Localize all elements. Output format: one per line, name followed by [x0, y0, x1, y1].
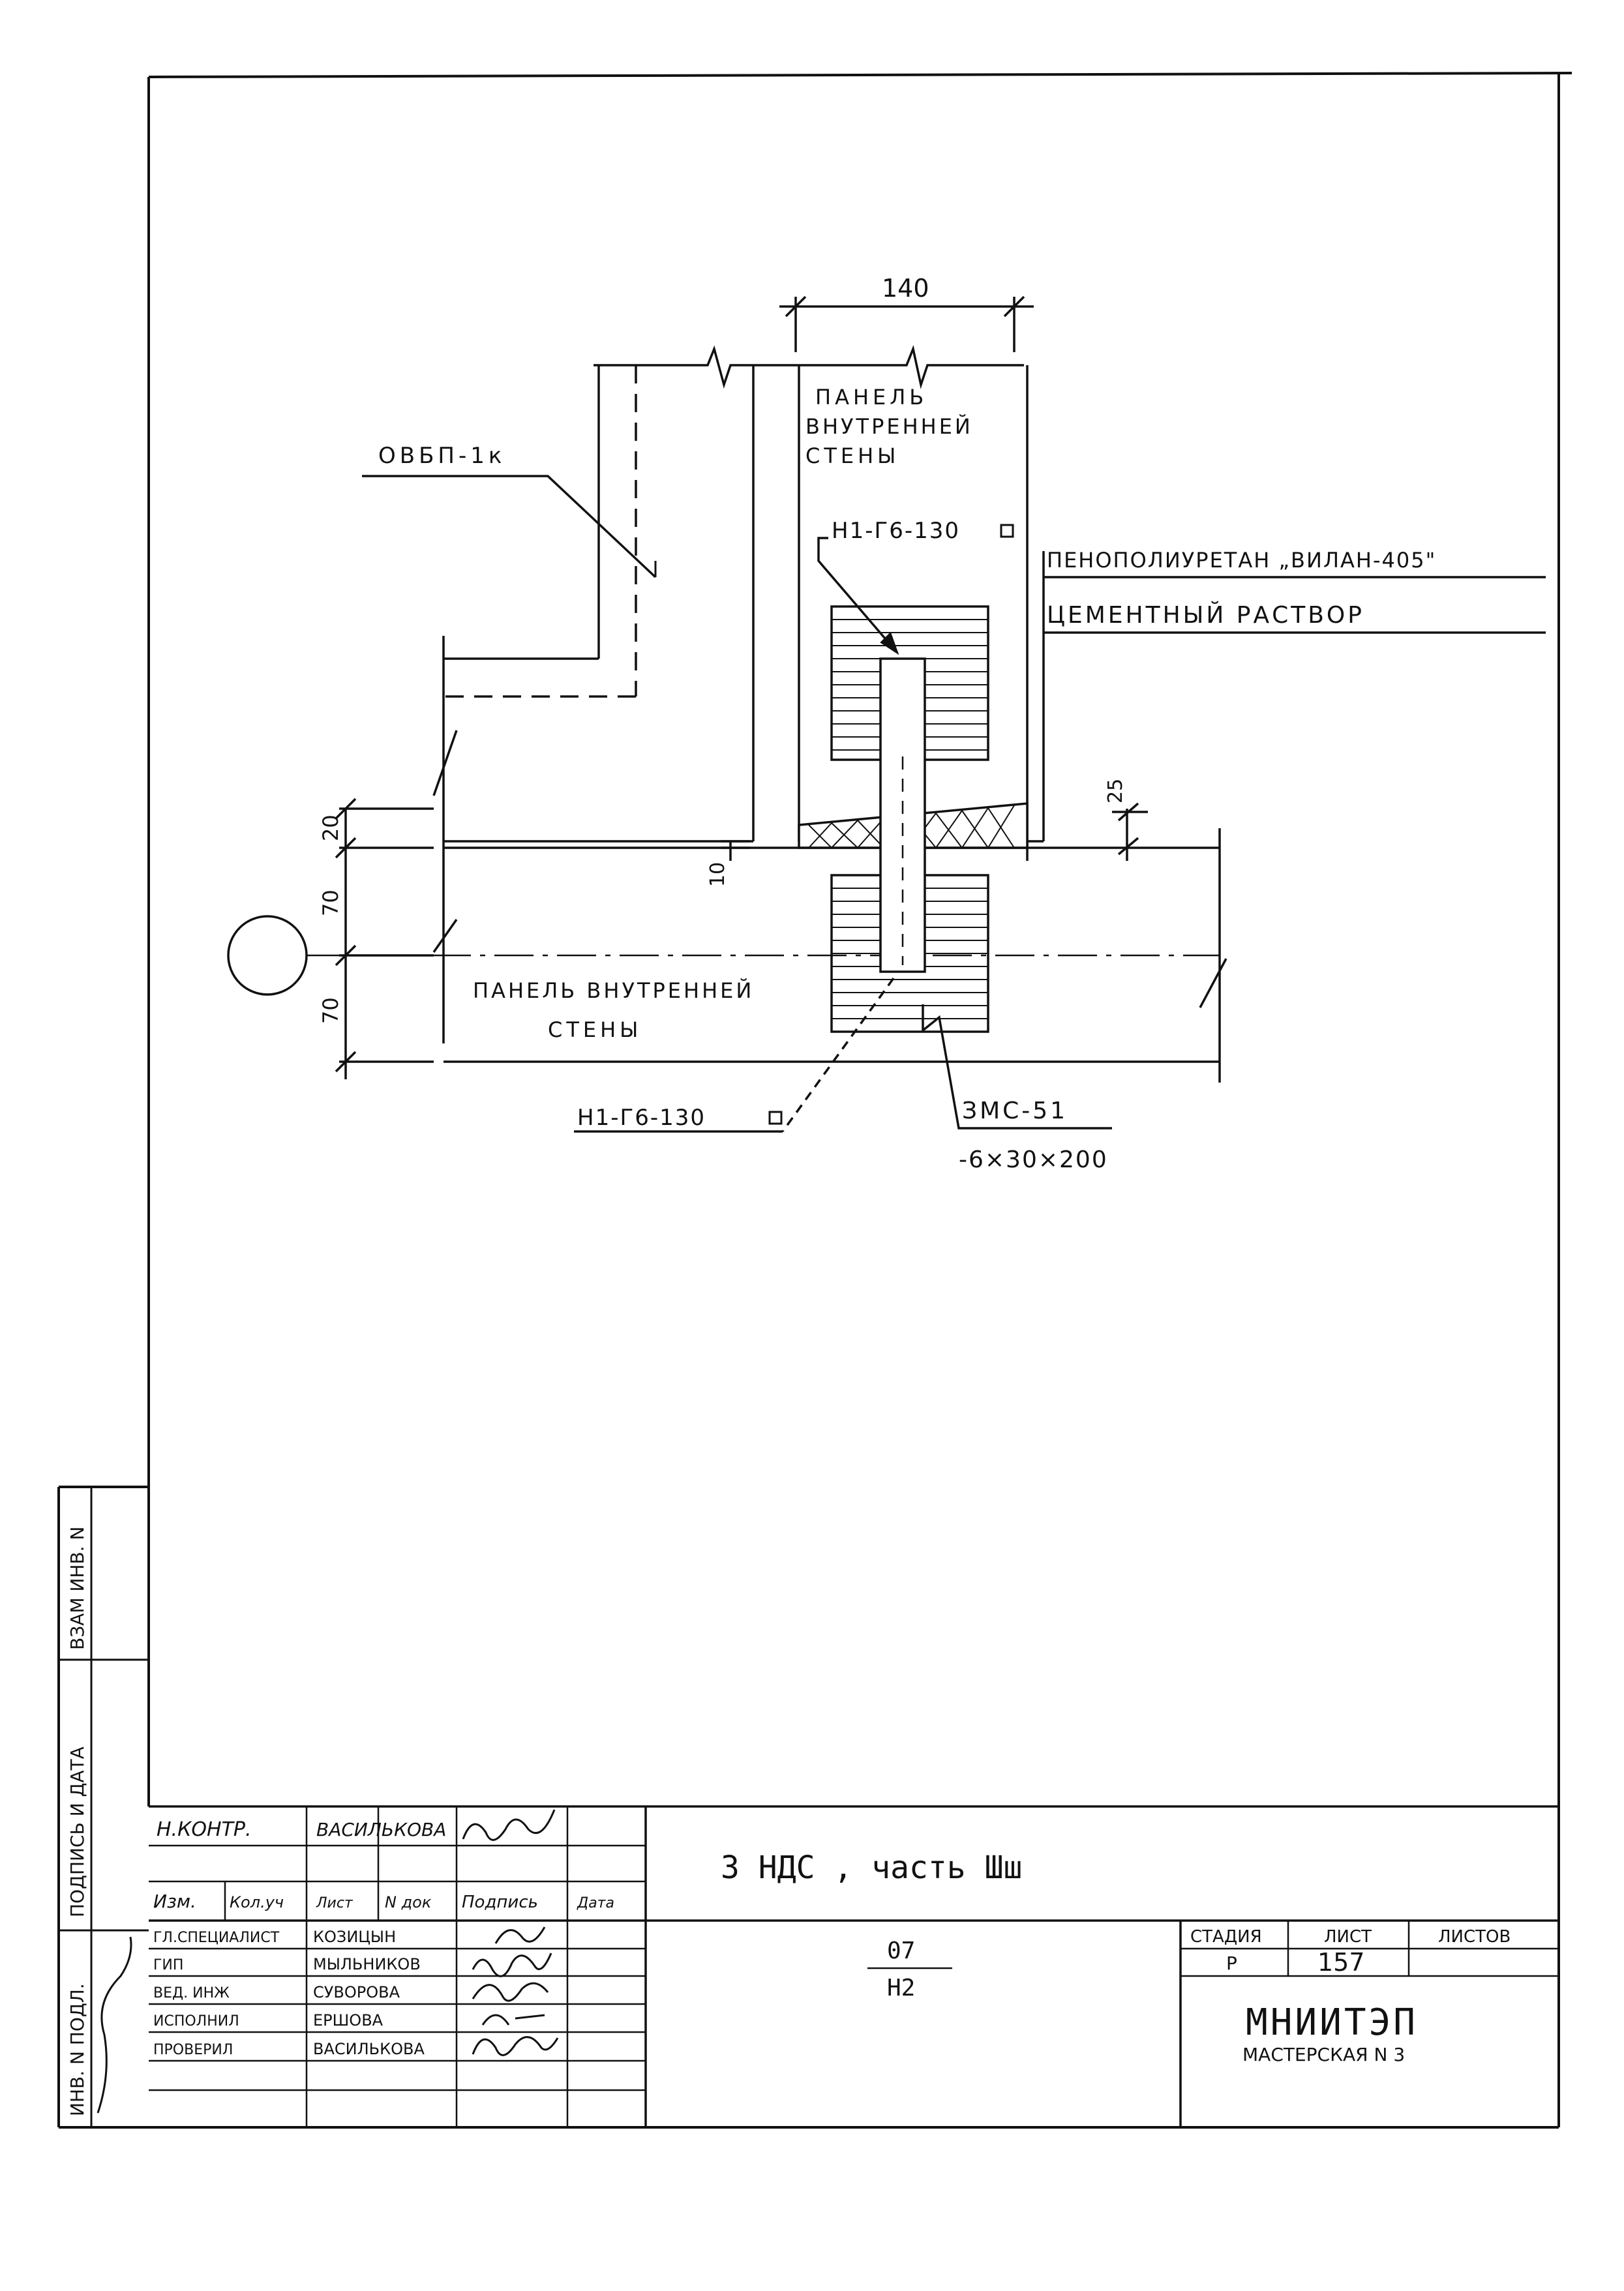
org-name: МНИИТЭП: [1246, 2001, 1418, 2044]
code-bottom: Н2: [887, 1975, 915, 2001]
podpis-data-label: ПОДПИСЬ И ДАТА: [67, 1746, 88, 1917]
n-kontr-name: ВАСИЛЬКОВА: [316, 1819, 446, 1840]
connector-size-label: -6×30×200: [959, 1146, 1108, 1173]
row-role-3: ВЕД. ИНЖ: [153, 1985, 230, 2001]
ovbp-label: ОВБП-1к: [378, 443, 505, 469]
anchor-upper-leader: [817, 537, 898, 653]
workshop-name: МАСТЕРСКАЯ N 3: [1242, 2044, 1405, 2065]
inv-signature: [97, 1936, 132, 2114]
lower-panel-label-2: СТЕНЫ: [548, 1017, 642, 1042]
hdr-n-dok: N док: [385, 1893, 432, 1911]
row-name-2: МЫЛЬНИКОВ: [313, 1955, 421, 1973]
hdr-data: Дата: [577, 1895, 614, 1911]
title-block-lines: [149, 1805, 1559, 2127]
axis-bubble: [227, 915, 308, 996]
dimension-10: [721, 840, 750, 861]
left-dimension-chain: [335, 798, 434, 1079]
upper-panel-label-2: ВНУТРЕННЕЙ: [805, 414, 973, 439]
dim-25-text: 25: [1104, 779, 1127, 803]
sheet-frame: [57, 72, 1572, 2129]
row-role-5: ПРОВЕРИЛ: [153, 2042, 233, 2058]
dim-10-text: 10: [706, 862, 729, 887]
connector-name-label: ЗМС-51: [962, 1098, 1068, 1124]
detail-drawing: 140: [227, 274, 1546, 1133]
n-kontr-signature: [462, 1809, 556, 1841]
row-name-4: ЕРШОВА: [313, 2011, 383, 2029]
vzam-inv-label: ВЗАМ ИНВ. N: [67, 1527, 88, 1650]
dim-70-lower-text: 70: [318, 997, 343, 1024]
stage-label: СТАДИЯ: [1190, 1927, 1262, 1947]
hdr-list: Лист: [316, 1895, 353, 1911]
ovbp-leader: [362, 475, 657, 578]
drawing-labels: ПАНЕЛЬ ВНУТРЕННЕЙ СТЕНЫ ОВБП-1к Н1-Г6-13…: [378, 385, 1436, 1173]
sheet-label: ЛИСТ: [1324, 1927, 1372, 1947]
title-block: Н.КОНТР. ВАСИЛЬКОВА Изм. Кол.уч Лист N д…: [153, 1809, 1511, 2065]
connector-leader: [922, 1004, 1112, 1130]
row-signatures: [472, 1926, 559, 2056]
cement-label: ЦЕМЕНТНЫЙ РАСТВОР: [1047, 601, 1364, 629]
stage-value: Р: [1226, 1953, 1237, 1974]
dim-20-text: 20: [318, 815, 343, 841]
code-top: 07: [887, 1938, 915, 1964]
anchor-lower-label: Н1-Г6-130: [577, 1105, 706, 1131]
hdr-podpis: Подпись: [462, 1893, 538, 1912]
sheets-label: ЛИСТОВ: [1438, 1927, 1511, 1947]
row-name-3: СУВОРОВА: [313, 1983, 400, 2001]
hdr-kol-uch: Кол.уч: [230, 1893, 284, 1911]
side-stamp: ВЗАМ ИНВ. N ПОДПИСЬ И ДАТА ИНВ. N ПОДЛ.: [67, 1527, 132, 2116]
row-name-5: ВАСИЛЬКОВА: [313, 2040, 425, 2058]
sheet-value: 157: [1317, 1948, 1365, 1977]
row-name-1: КОЗИЦЫН: [313, 1928, 396, 1946]
dimension-140: [779, 295, 1034, 352]
upper-panel-label-3: СТЕНЫ: [805, 443, 899, 468]
hdr-izm: Изм.: [153, 1891, 196, 1912]
row-role-2: ГИП: [153, 1957, 183, 1973]
top-break-line: [594, 345, 1024, 389]
project-title: 3 НДС , часть Шш: [721, 1849, 1022, 1886]
break-tick-3: [1199, 958, 1227, 1008]
foam-label: ПЕНОПОЛИУРЕТАН „ВИЛАН-405": [1047, 548, 1436, 573]
break-tick-2: [432, 918, 458, 953]
dim-70-upper-text: 70: [318, 890, 343, 916]
anchor-upper-label: Н1-Г6-130: [832, 518, 960, 544]
row-role-1: ГЛ.СПЕЦИАЛИСТ: [153, 1930, 280, 1946]
lower-panel-label-1: ПАНЕЛЬ ВНУТРЕННЕЙ: [473, 978, 754, 1003]
row-role-4: ИСПОЛНИЛ: [153, 2013, 239, 2029]
break-tick-1: [432, 730, 458, 796]
ovbp-element: [442, 365, 800, 1043]
anchor-lower-leader: [781, 977, 895, 1133]
inv-podl-label: ИНВ. N ПОДЛ.: [67, 1983, 88, 2116]
dim-140-text: 140: [882, 274, 929, 303]
upper-panel-label-1: ПАНЕЛЬ: [815, 385, 927, 410]
n-kontr-role: Н.КОНТР.: [157, 1818, 252, 1841]
dimension-25: [1112, 802, 1148, 861]
